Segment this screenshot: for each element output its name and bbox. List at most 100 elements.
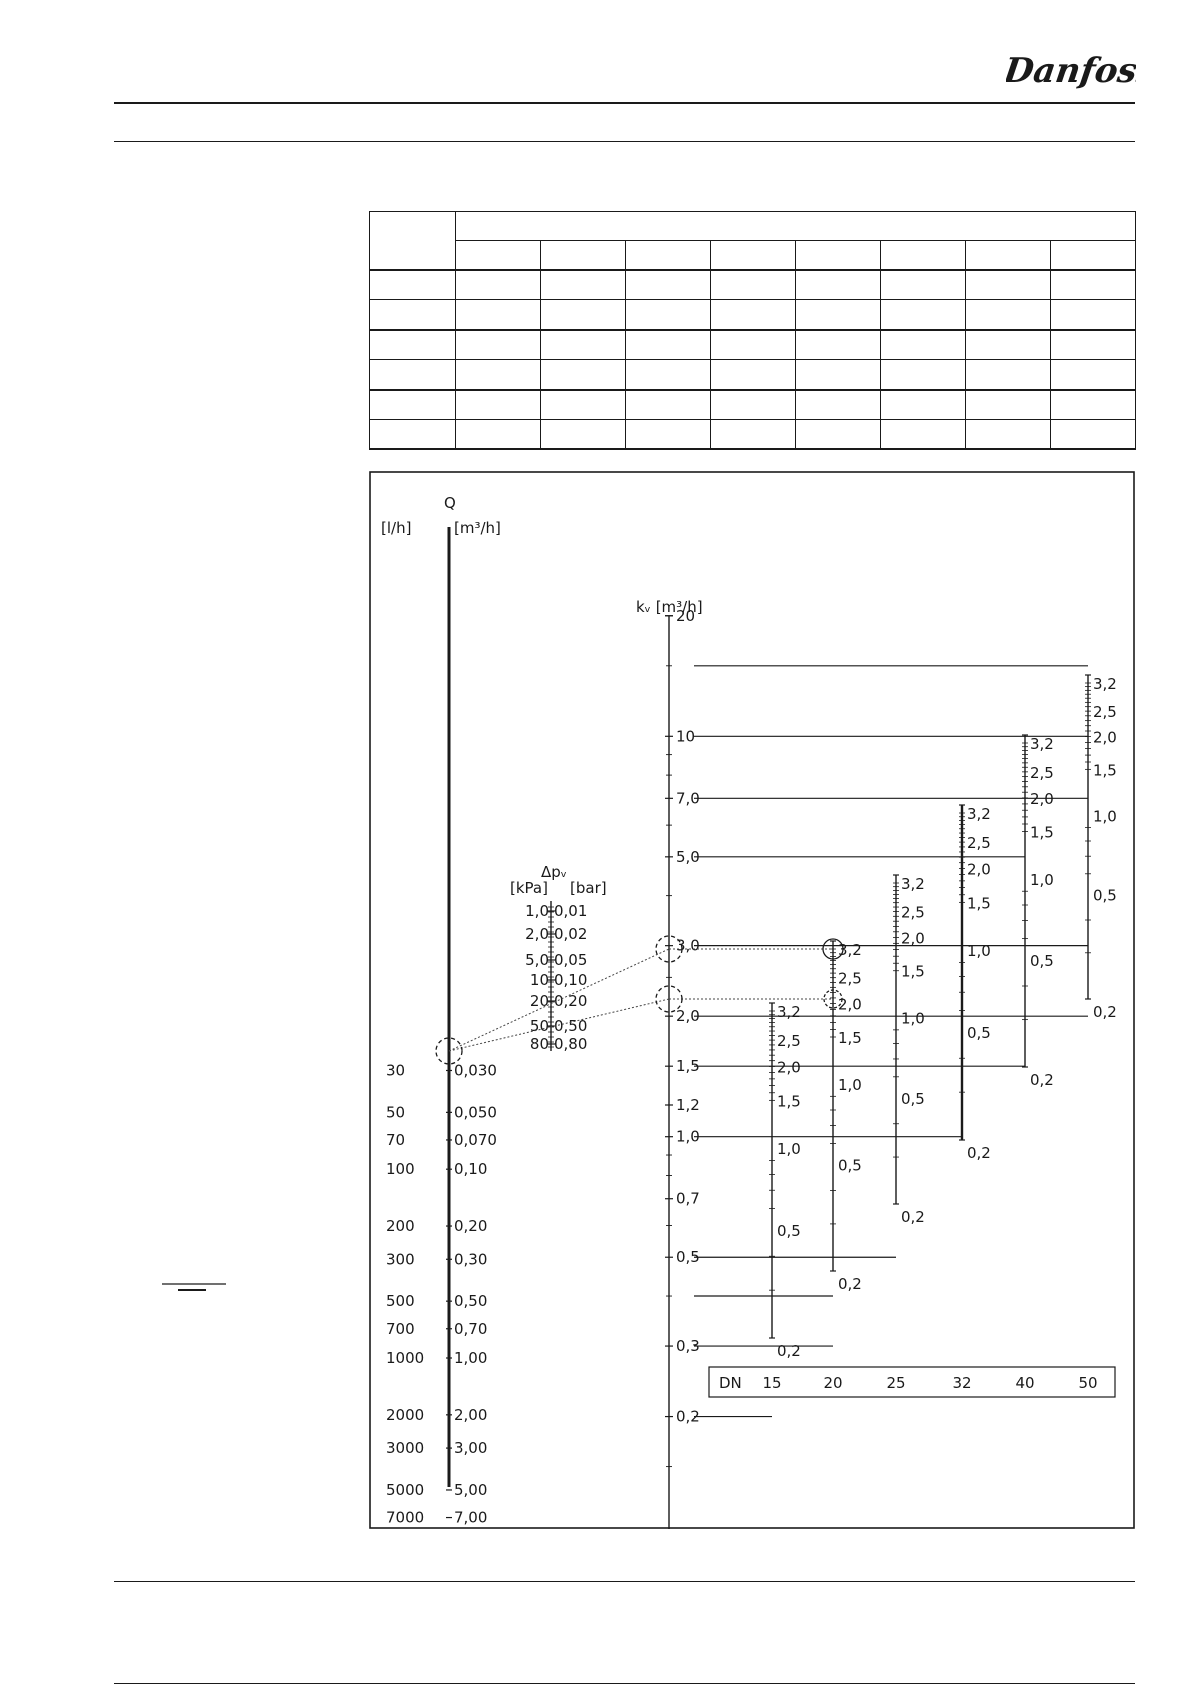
kv-label: 20 xyxy=(676,607,695,625)
valve-scale-label: 2,5 xyxy=(1030,764,1054,782)
dn-legend-value: 25 xyxy=(886,1374,905,1392)
valve-scale-label: 0,2 xyxy=(838,1275,862,1293)
kv-label: 5,0 xyxy=(676,848,700,866)
kv-axis-title: kᵥ [m³/h] xyxy=(636,598,703,616)
specification-table xyxy=(369,211,1136,450)
flow-lh-label: 7000 xyxy=(386,1509,424,1527)
kv-label: 1,5 xyxy=(676,1057,700,1075)
valve-scale-label: 2,0 xyxy=(901,929,925,947)
valve-scale-label: 0,5 xyxy=(1030,952,1054,970)
dn-legend-value: 20 xyxy=(823,1374,842,1392)
header-rule-thick xyxy=(114,102,1135,104)
nomogram-frame xyxy=(369,471,1135,1529)
flow-m3h-label: 0,30 xyxy=(454,1250,487,1268)
flow-lh-label: 5000 xyxy=(386,1481,424,1499)
table-header-cell xyxy=(1050,240,1136,271)
valve-scale-label: 0,5 xyxy=(967,1024,991,1042)
kv-label: 0,2 xyxy=(676,1408,700,1426)
valve-scale-label: 1,0 xyxy=(1030,871,1054,889)
dn-legend-value: 32 xyxy=(952,1374,971,1392)
valve-scale-label: 3,2 xyxy=(901,875,925,893)
valve-scale-label: 1,0 xyxy=(1093,808,1117,826)
valve-scale-label: 2,5 xyxy=(838,970,862,988)
valve-scale-label: 1,0 xyxy=(838,1076,862,1094)
dp-kpa-label: 50 xyxy=(530,1017,549,1035)
dp-kpa-label: 10 xyxy=(530,971,549,989)
kv-label: 10 xyxy=(676,727,695,745)
dp-bar-label: 0,02 xyxy=(554,925,587,943)
kv-label: 0,3 xyxy=(676,1337,700,1355)
danfoss-logo: Danfoss xyxy=(1000,44,1158,100)
valve-scale-label: 2,0 xyxy=(777,1058,801,1076)
kv-label: 0,1 xyxy=(676,1528,700,1529)
dp-kpa-header: [kPa] xyxy=(510,879,548,897)
valve-scale-label: 1,5 xyxy=(777,1092,801,1110)
dp-kpa-label: 20 xyxy=(530,992,549,1010)
kv-label: 1,0 xyxy=(676,1128,700,1146)
dp-bar-header: [bar] xyxy=(570,879,607,897)
valve-scale-label: 3,2 xyxy=(838,941,862,959)
table-header-cell xyxy=(455,240,541,271)
valve-scale-label: 1,0 xyxy=(901,1010,925,1028)
valve-scale-label: 3,2 xyxy=(967,805,991,823)
valve-scale-label: 2,5 xyxy=(1093,703,1117,721)
dp-bar-label: 0,50 xyxy=(554,1017,587,1035)
dp-bar-label: 0,01 xyxy=(554,902,587,920)
valve-scale-label: 2,5 xyxy=(901,904,925,922)
flow-lh-label: 700 xyxy=(386,1320,415,1338)
dn-legend-value: 15 xyxy=(762,1374,781,1392)
flow-lh-label: 500 xyxy=(386,1292,415,1310)
dp-kpa-label: 2,0 xyxy=(525,925,549,943)
valve-scales: 3,2 2,5 2,0 1,5 1,0 0,5 0,2 3,2 2,5 2,0 1,5 1,0 0,5 0… xyxy=(694,665,1117,1418)
fraction-bar xyxy=(162,1283,226,1291)
flow-m3h-label: 3,00 xyxy=(454,1439,487,1457)
flow-m3h-label: 0,050 xyxy=(454,1103,497,1121)
valve-scale-label: 0,2 xyxy=(967,1144,991,1162)
table-corner-cell xyxy=(369,211,456,271)
table-header-cell xyxy=(710,240,796,271)
flow-lh-label: 200 xyxy=(386,1217,415,1235)
header-rule-thin xyxy=(114,141,1135,142)
kv-label: 2,0 xyxy=(676,1007,700,1025)
valve-scale-label: 0,5 xyxy=(838,1157,862,1175)
valve-scale-label: 0,2 xyxy=(1093,1003,1117,1021)
flow-point-marker xyxy=(435,1037,463,1065)
dn-legend-value: 40 xyxy=(1015,1374,1034,1392)
dp-bar-label: 0,80 xyxy=(554,1035,587,1053)
flow-lh-label: 50 xyxy=(386,1103,405,1121)
valve-scale-label: 1,0 xyxy=(967,942,991,960)
valve-scale-label: 2,0 xyxy=(838,996,862,1014)
flow-m3h-label: 0,20 xyxy=(454,1217,487,1235)
dp-bar-label: 0,10 xyxy=(554,971,587,989)
kv-label: 7,0 xyxy=(676,789,700,807)
table-row xyxy=(369,329,1136,360)
valve-scale-label: 0,2 xyxy=(1030,1071,1054,1089)
dn-legend-box xyxy=(708,1366,1116,1398)
flow-lh-header: [l/h] xyxy=(381,519,411,537)
flow-m3h-label: 0,030 xyxy=(454,1061,497,1079)
valve-scale-label: 1,5 xyxy=(1093,761,1117,779)
q-axis-title: Q xyxy=(444,494,456,512)
table-group-header xyxy=(455,211,1136,241)
table-header-cell xyxy=(965,240,1051,271)
table-row xyxy=(369,359,1136,391)
dp-kpa-label: 80 xyxy=(530,1035,549,1053)
flow-m3h-label: 0,50 xyxy=(454,1292,487,1310)
dp-kpa-label: 1,0 xyxy=(525,902,549,920)
flow-m3h-label: 5,00 xyxy=(454,1481,487,1499)
dp-kpa-label: 5,0 xyxy=(525,951,549,969)
table-row xyxy=(369,419,1136,450)
valve-scale-label: 0,5 xyxy=(777,1222,801,1240)
table-row xyxy=(369,389,1136,420)
brand-wordmark: Danfoss xyxy=(1006,51,1136,91)
kv-label: 0,7 xyxy=(676,1190,700,1208)
flow-m3h-label: 0,10 xyxy=(454,1160,487,1178)
table-header-cell xyxy=(540,240,626,271)
flow-lh-label: 70 xyxy=(386,1131,405,1149)
valve-scale-label: 2,0 xyxy=(967,860,991,878)
valve-point-marker-upper xyxy=(822,938,844,960)
example-markers xyxy=(435,935,844,1065)
valve-point-marker-lower xyxy=(823,989,843,1009)
